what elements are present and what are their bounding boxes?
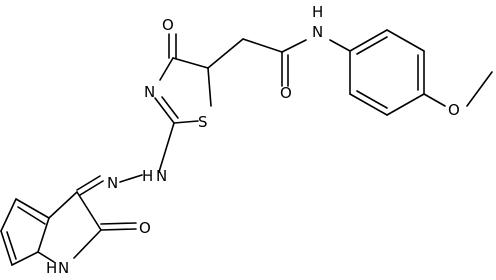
bond-c2-n3-inner — [161, 96, 179, 119]
bond-co-nh — [281, 39, 307, 53]
acetamide-chain — [207, 38, 351, 87]
bond-n1-c7a — [37, 251, 55, 263]
hydrazone-linker — [76, 122, 175, 196]
bond-ar1-ar2 — [349, 29, 388, 52]
bond-n-c3 — [79, 180, 104, 196]
atom-label-indole-h: H — [46, 259, 57, 277]
thiazolone-ring — [154, 33, 212, 124]
bond-n-c3-double — [76, 175, 101, 191]
atom-label-ring-s: S — [198, 113, 208, 131]
bond-c2-nh — [158, 122, 175, 173]
bond-c5-s1 — [207, 67, 212, 107]
atom-labels: O N S N H N H N O O O H N — [46, 3, 460, 277]
bond-ar4-ar5 — [386, 93, 425, 116]
bond-c5-ch2 — [207, 38, 244, 69]
atom-label-oxo-keto: O — [162, 16, 174, 34]
bond-c2-n1 — [73, 229, 102, 259]
bond-ar5-ar6-inner — [356, 90, 388, 109]
atom-label-methoxy-o: O — [448, 101, 460, 119]
bond-c2-o-double — [100, 222, 137, 225]
atom-label-amide-h: H — [312, 3, 323, 21]
indolinone-ring — [0, 191, 137, 266]
bond-c7a-c3a — [37, 217, 50, 253]
bond-c2-o — [100, 228, 137, 231]
bond-o-ch3 — [466, 71, 493, 107]
bond-c6-c7 — [11, 251, 39, 266]
methoxyphenyl-ring — [349, 29, 493, 116]
bond-c3-c3a — [48, 191, 78, 219]
atom-label-lactam-o: O — [139, 219, 151, 237]
bond-c4-c5 — [172, 57, 209, 69]
atom-label-hydrazone-n: N — [107, 174, 118, 192]
bond-c2-n3 — [154, 97, 175, 124]
atom-label-hydrazone-nh: N — [156, 167, 167, 185]
bond-n3-c4 — [159, 57, 174, 81]
atom-label-hydrazone-h: H — [142, 167, 153, 185]
bond-c4-c5 — [0, 198, 17, 232]
bond-ch2-co — [242, 38, 283, 53]
bond-ar1-ar2-inner — [356, 36, 388, 55]
atom-label-indole-n: N — [58, 259, 69, 277]
bond-c5-c6-inner — [6, 231, 17, 260]
bond-c3-c2 — [76, 191, 102, 231]
bond-nh-n — [119, 174, 143, 183]
bond-s1-c2 — [173, 120, 199, 124]
atom-label-amide-nh: N — [312, 23, 323, 41]
bond-ar2-ar3 — [386, 29, 425, 52]
bond-ar4-o — [423, 93, 446, 107]
bond-c3a-c4 — [15, 198, 50, 219]
bond-c3a-c4-inner — [17, 206, 46, 225]
atom-label-ring-n: N — [144, 83, 155, 101]
bond-ar5-ar6 — [349, 93, 388, 116]
bond-c5-c6 — [0, 230, 13, 266]
bond-nh-aryl — [329, 39, 351, 52]
atom-label-amide-o: O — [280, 84, 292, 102]
